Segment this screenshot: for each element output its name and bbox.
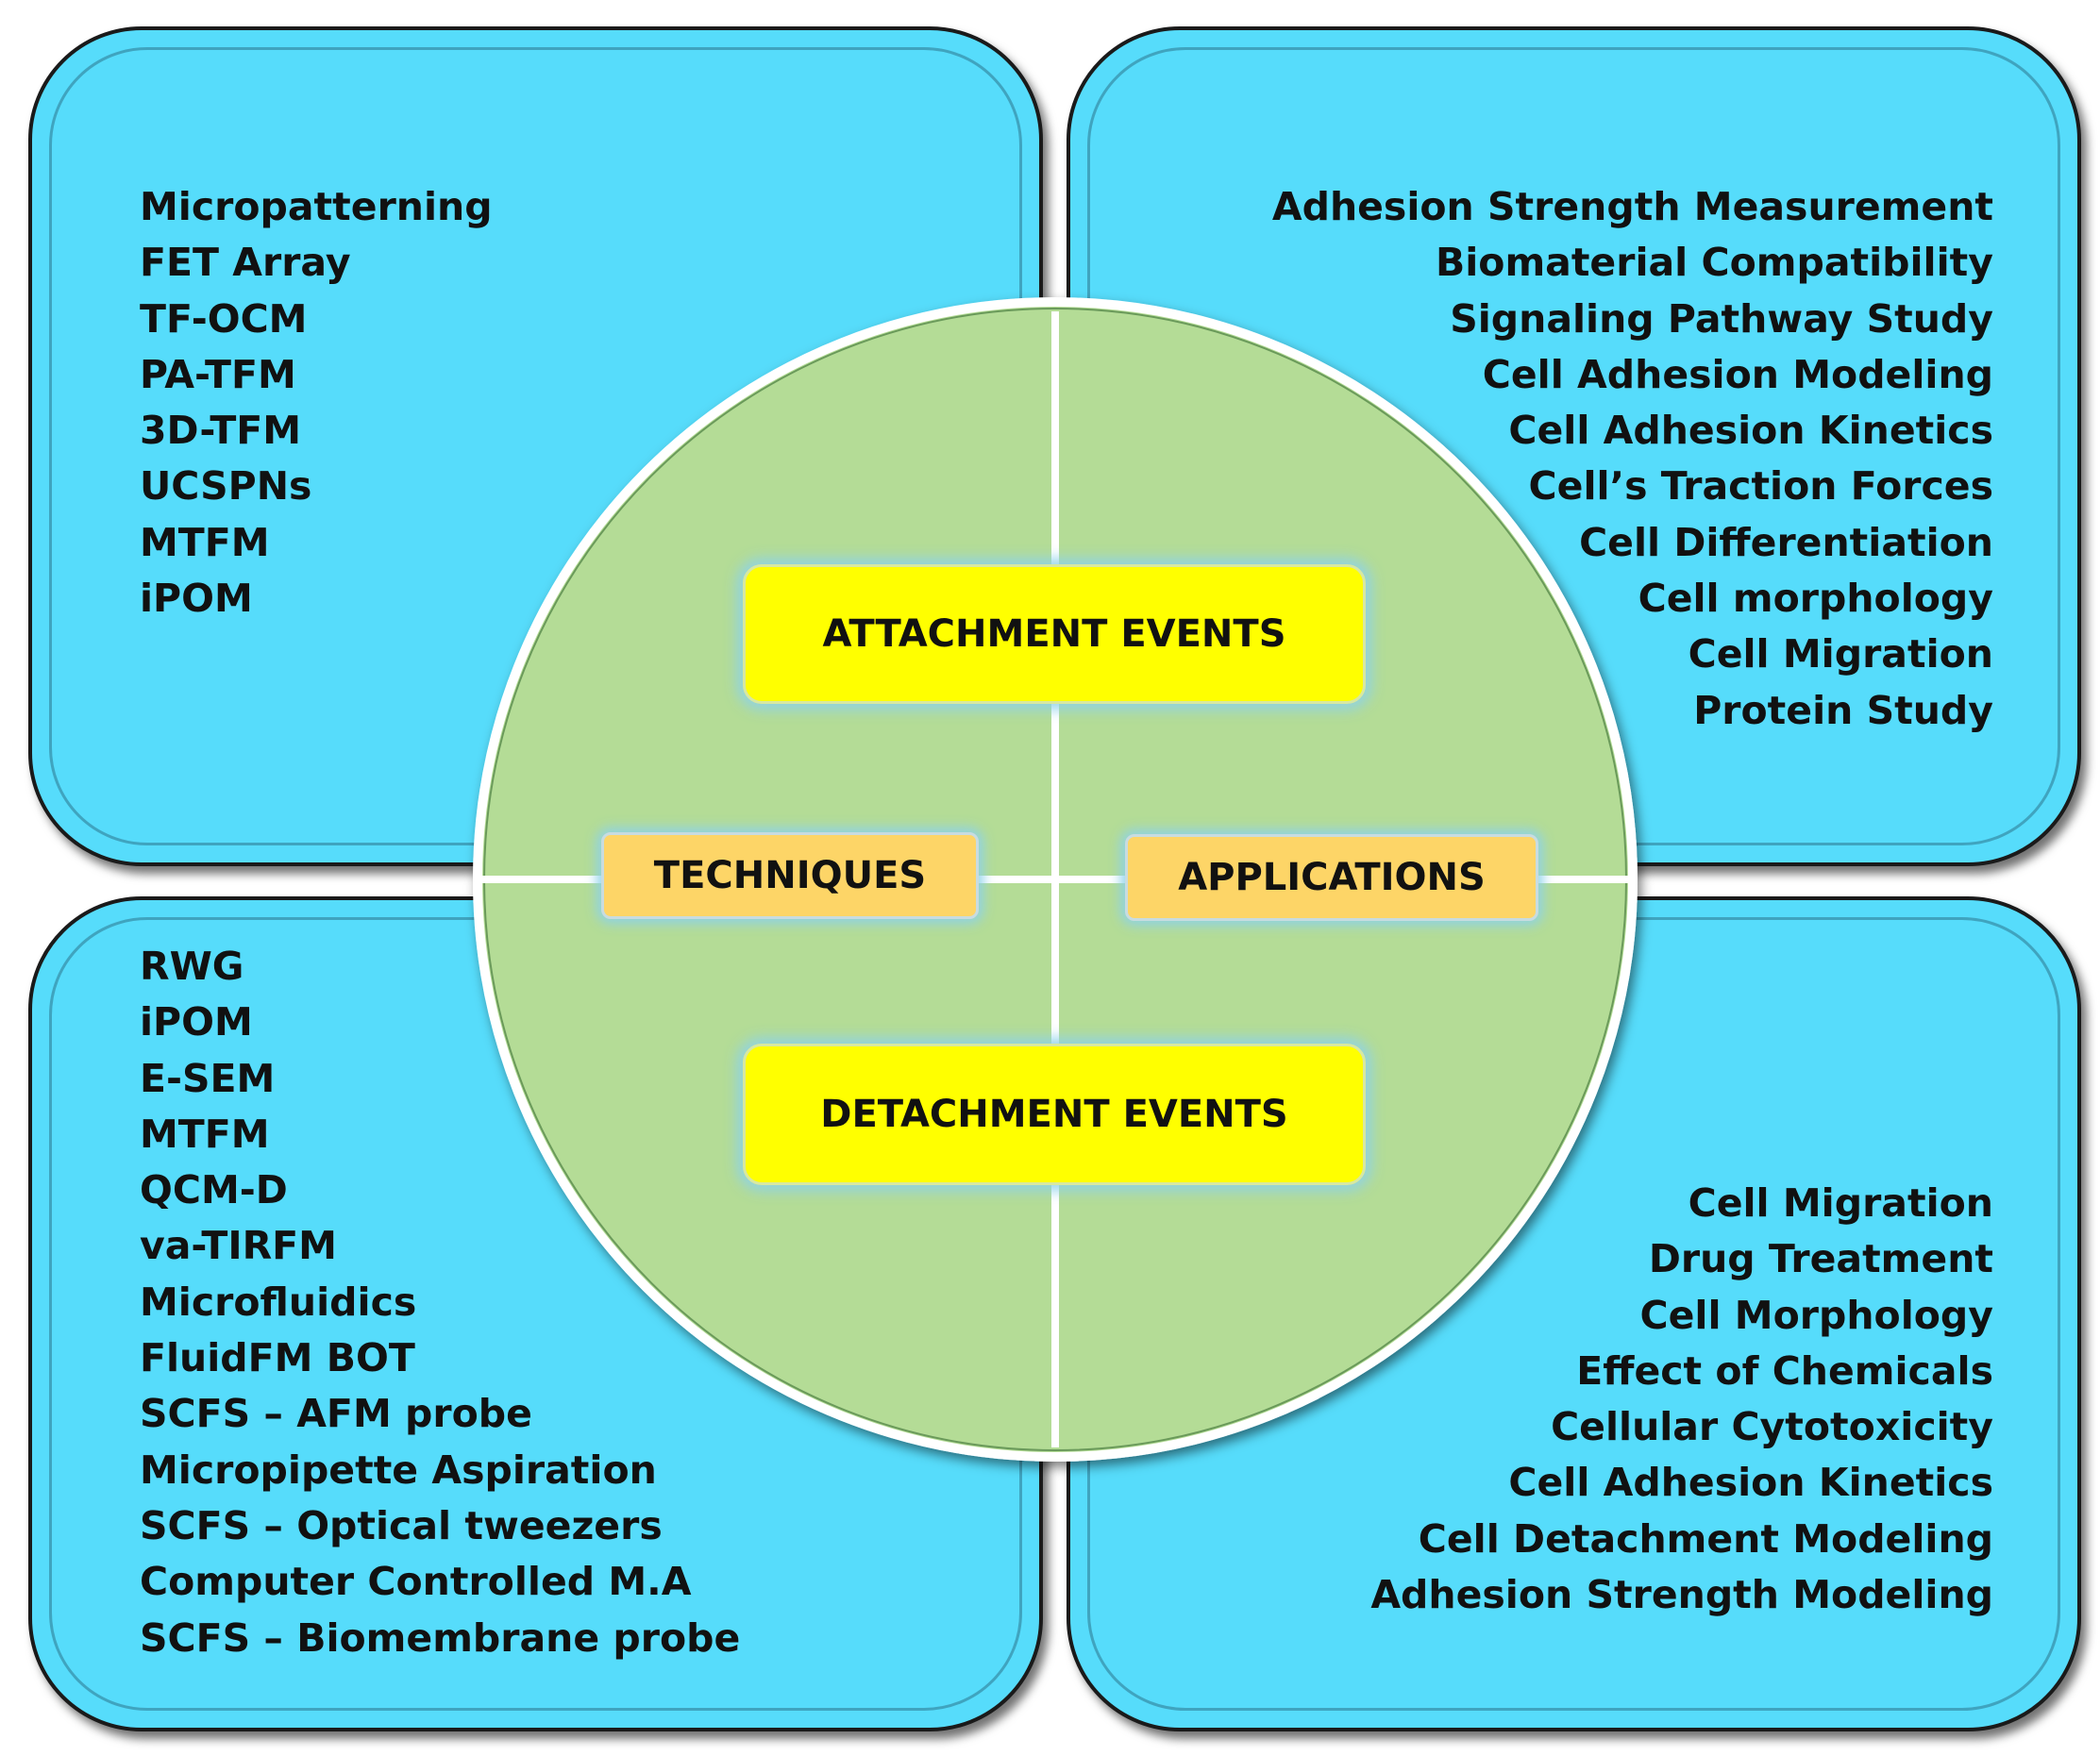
list-item: Microfluidics [140, 1279, 417, 1325]
list-item: Cell morphology [1638, 576, 1993, 622]
list-item: Cell Detachment Modeling [1418, 1515, 1993, 1562]
list-item: Cell Adhesion Modeling [1482, 351, 1993, 397]
list-item: iPOM [140, 999, 253, 1045]
list-item: va-TIRFM [140, 1223, 337, 1269]
list-item: Cell Migration [1688, 1180, 1993, 1226]
list-item: Adhesion Strength Modeling [1370, 1572, 1993, 1618]
list-item: Micropatterning [140, 184, 493, 229]
list-item: Biomaterial Compatibility [1435, 240, 1993, 286]
list-detachment-techniques: RWG iPOM E-SEM MTFM QCM-D va-TIRFM Microfluidi… [140, 939, 740, 1666]
list-item: FET Array [140, 240, 351, 286]
list-item: E-SEM [140, 1055, 276, 1101]
list-item: Cell Migration [1688, 631, 1993, 677]
list-item: PA-TFM [140, 351, 296, 397]
attachment-events-label: ATTACHMENT EVENTS [822, 612, 1286, 656]
list-item: Cell Differentiation [1579, 519, 1993, 565]
list-item: QCM-D [140, 1167, 288, 1213]
list-item: Cell Morphology [1639, 1292, 1993, 1338]
list-item: Cell Adhesion Kinetics [1508, 408, 1993, 454]
list-item: Micropipette Aspiration [140, 1447, 657, 1493]
list-item: Protein Study [1693, 687, 1993, 733]
list-item: Drug Treatment [1648, 1236, 1993, 1282]
list-item: UCSPNs [140, 463, 312, 510]
list-item: TF-OCM [140, 295, 308, 342]
applications-label: APPLICATIONS [1178, 856, 1486, 899]
list-item: Cellular Cytotoxicity [1551, 1404, 1993, 1450]
list-item: Signaling Pathway Study [1450, 295, 1993, 342]
detachment-events-label: DETACHMENT EVENTS [820, 1093, 1288, 1136]
techniques-box: TECHNIQUES [601, 832, 979, 919]
list-item: 3D-TFM [140, 408, 302, 454]
list-item: SCFS – Biomembrane probe [140, 1614, 741, 1661]
list-item: SCFS – Optical tweezers [140, 1502, 663, 1548]
list-item: MTFM [140, 1111, 270, 1157]
attachment-events-box: ATTACHMENT EVENTS [743, 564, 1366, 704]
list-item: Effect of Chemicals [1576, 1347, 1993, 1394]
list-item: RWG [140, 944, 244, 989]
list-item: Cell’s Traction Forces [1528, 463, 1993, 510]
applications-box: APPLICATIONS [1125, 834, 1538, 921]
list-item: Adhesion Strength Measurement [1271, 184, 1993, 229]
techniques-label: TECHNIQUES [653, 854, 927, 897]
list-item: Computer Controlled M.A [140, 1559, 692, 1605]
list-item: Cell Adhesion Kinetics [1508, 1460, 1993, 1506]
list-item: MTFM [140, 519, 270, 565]
list-item: SCFS – AFM probe [140, 1391, 532, 1437]
detachment-events-box: DETACHMENT EVENTS [743, 1044, 1366, 1185]
list-item: iPOM [140, 576, 253, 622]
list-item: FluidFM BOT [140, 1335, 415, 1381]
